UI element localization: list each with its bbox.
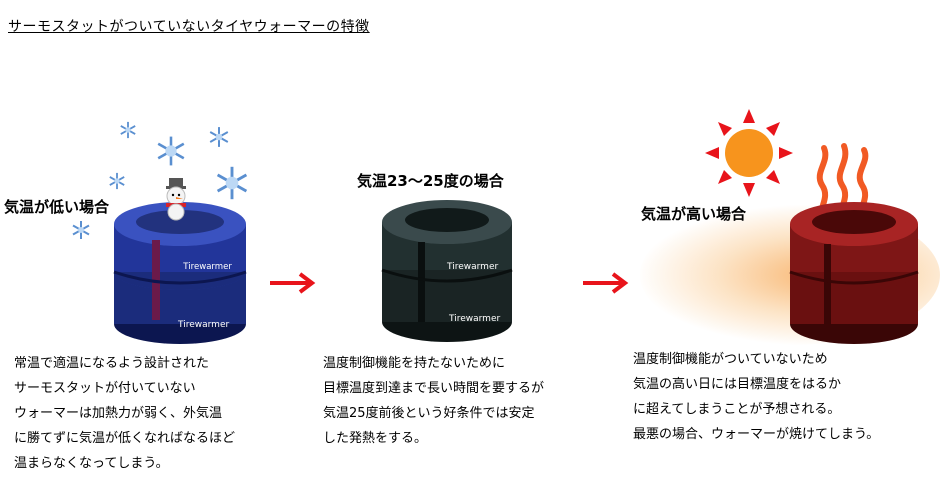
brand-label: Tirewarmer	[447, 262, 499, 272]
snowflake-icon	[72, 221, 90, 239]
description-line: 目標温度到達まで長い時間を要するが	[323, 381, 545, 396]
snowflake-icon	[216, 166, 248, 200]
description-line: 温度制御機能を持たないために	[323, 356, 506, 371]
tire-warmer-dark	[381, 200, 513, 342]
brand-label: Tirewarmer	[178, 320, 230, 330]
description: 温度制御機能がついていないため 気温の高い日には目標温度をはるか に超えてしまう…	[633, 347, 879, 447]
description-line: に超えてしまうことが予想される。	[633, 402, 841, 417]
description-line: ウォーマーは加熱力が弱く、外気温	[14, 406, 223, 421]
arrow-right-icon	[270, 272, 316, 294]
description-line: 温度制御機能がついていないため	[633, 352, 828, 367]
description-line: 気温25度前後という好条件では安定	[323, 406, 535, 421]
page-title: サーモスタットがついていないタイヤウォーマーの特徴	[8, 19, 370, 35]
condition-label: 気温が低い場合	[4, 198, 110, 216]
description-line: 常温で適温になるよう設計された	[14, 356, 210, 371]
description-line: した発熱をする。	[323, 431, 428, 446]
snowflake-icon	[120, 121, 136, 139]
description: 温度制御機能を持たないために 目標温度到達まで長い時間を要するが 気温25度前後…	[323, 351, 544, 451]
description-line: サーモスタットが付いていない	[14, 381, 196, 396]
sun-icon	[705, 109, 793, 197]
snowflake-icon	[157, 136, 185, 166]
brand-label: Tirewarmer	[183, 262, 232, 272]
description: 常温で適温になるよう設計された サーモスタットが付いていない ウォーマーは加熱力…	[14, 351, 235, 476]
condition-label: 気温が高い場合	[641, 205, 747, 223]
tire-warmer-red	[789, 202, 919, 344]
brand-label: Tirewarmer	[449, 314, 501, 324]
description-line: 温まらなくなってしまう。	[14, 456, 169, 471]
arrow-right-icon	[583, 272, 629, 294]
snowman-icon	[166, 178, 186, 221]
tire-warmer-blue	[113, 202, 247, 344]
description-line: 気温の高い日には目標温度をはるか	[633, 377, 842, 392]
description-line: に勝てずに気温が低くなればなるほど	[14, 431, 236, 446]
snowflake-icon	[109, 172, 125, 190]
snowflake-icon	[209, 127, 229, 147]
description-line: 最悪の場合、ウォーマーが焼けてしまう。	[633, 427, 880, 442]
condition-label: 気温23〜25度の場合	[357, 172, 504, 190]
